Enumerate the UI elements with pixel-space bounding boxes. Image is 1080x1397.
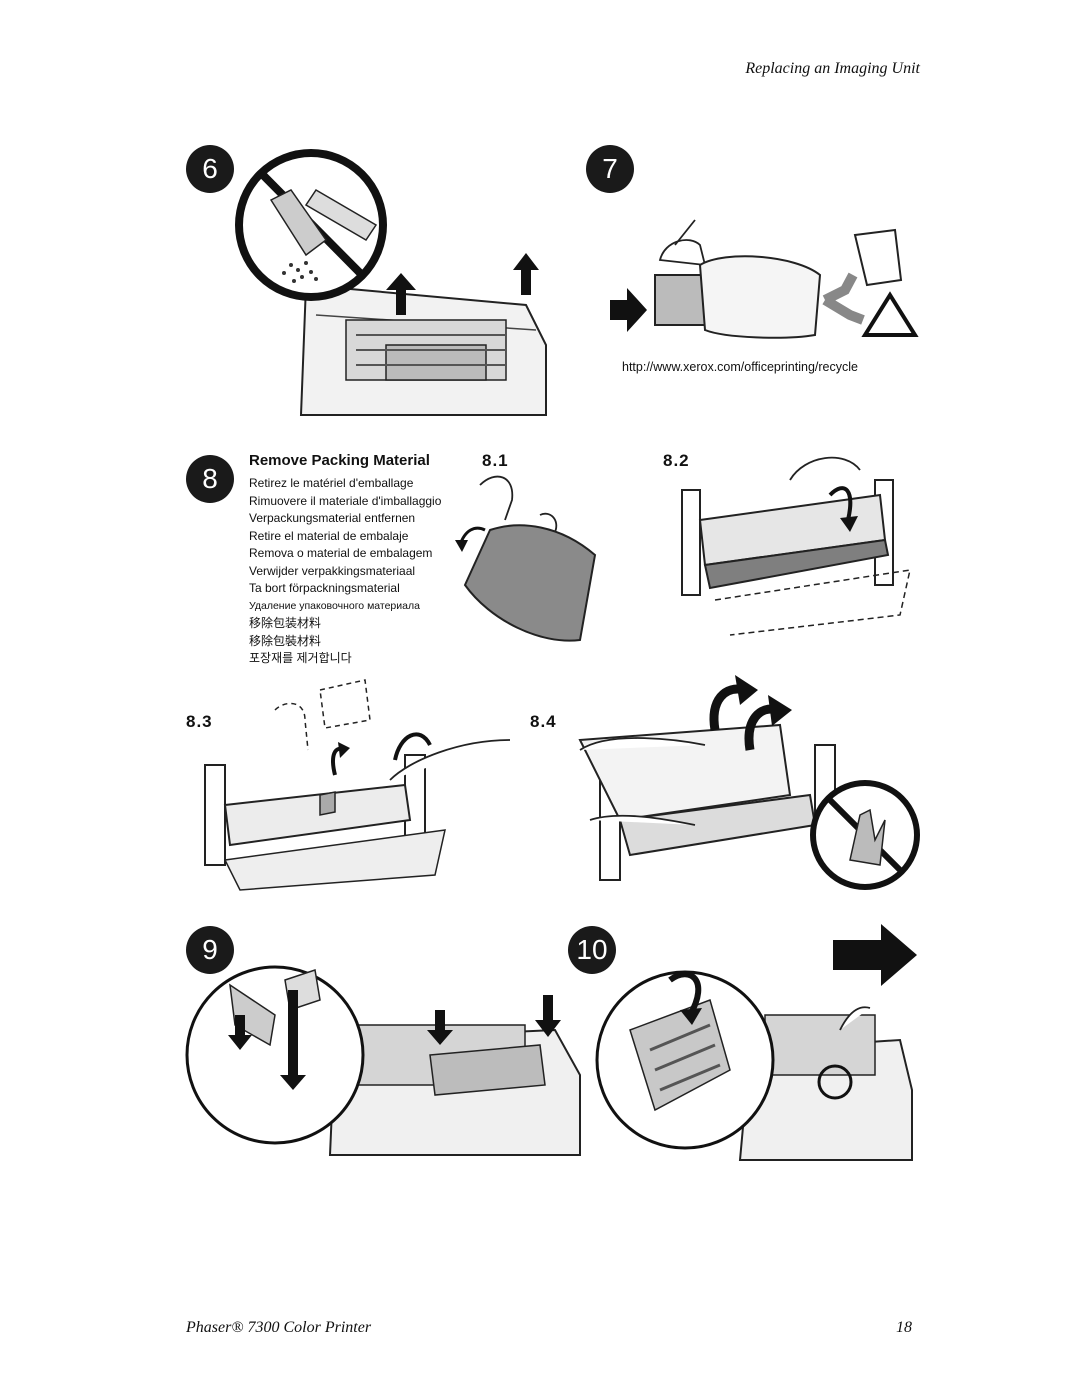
translation-es: Retire el material de embalaje [249, 528, 409, 543]
translation-zh-cn: 移除包装材料 [249, 616, 322, 630]
step-8-number: 8 [186, 455, 234, 503]
step-10-illustration [595, 970, 913, 1161]
recycle-url: http://www.xerox.com/officeprinting/recy… [622, 360, 858, 374]
step-7-number: 7 [586, 145, 634, 193]
translation-zh-tw: 移除包裝材料 [249, 633, 322, 648]
substep-8-1-label: 8.1 [482, 451, 509, 470]
step-10-number: 10 [568, 926, 616, 974]
next-page-arrow-icon [833, 924, 917, 986]
substep-8-3-illustration [204, 679, 511, 891]
step-6-number: 6 [186, 145, 234, 193]
substep-8-3-label: 8.3 [186, 712, 213, 731]
footer-page-number: 18 [896, 1319, 912, 1336]
step-7-illustration [610, 219, 919, 339]
remove-packing-translations: Retirez le matériel d'emballage Rimuover… [249, 475, 441, 668]
substep-8-2-label: 8.2 [663, 451, 690, 470]
substep-8-1-illustration [455, 475, 597, 642]
substep-8-2-illustration [681, 456, 911, 636]
translation-ko: 포장재를 제거합니다 [249, 651, 352, 665]
step-9-number: 9 [186, 926, 234, 974]
translation-ru: Удаление упаковочного материала [249, 599, 420, 612]
step-9-illustration [185, 965, 581, 1156]
substep-8-4-illustration [578, 675, 920, 890]
translation-pt: Remova o material de embalagem [249, 546, 433, 560]
step-6-illustration [235, 149, 547, 416]
substep-8-4-label: 8.4 [530, 712, 557, 731]
translation-it: Rimuovere il materiale d'imballaggio [249, 493, 442, 508]
translation-de: Verpackungsmaterial entfernen [249, 511, 416, 525]
translation-fr: Retirez le matériel d'emballage [249, 476, 414, 490]
remove-packing-title: Remove Packing Material [249, 452, 430, 469]
translation-nl: Verwijder verpakkingsmateriaal [249, 563, 416, 578]
translation-sv: Ta bort förpackningsmaterial [249, 581, 400, 595]
page-header-title: Replacing an Imaging Unit [745, 60, 920, 77]
footer-product-name: Phaser® 7300 Color Printer [186, 1319, 372, 1336]
